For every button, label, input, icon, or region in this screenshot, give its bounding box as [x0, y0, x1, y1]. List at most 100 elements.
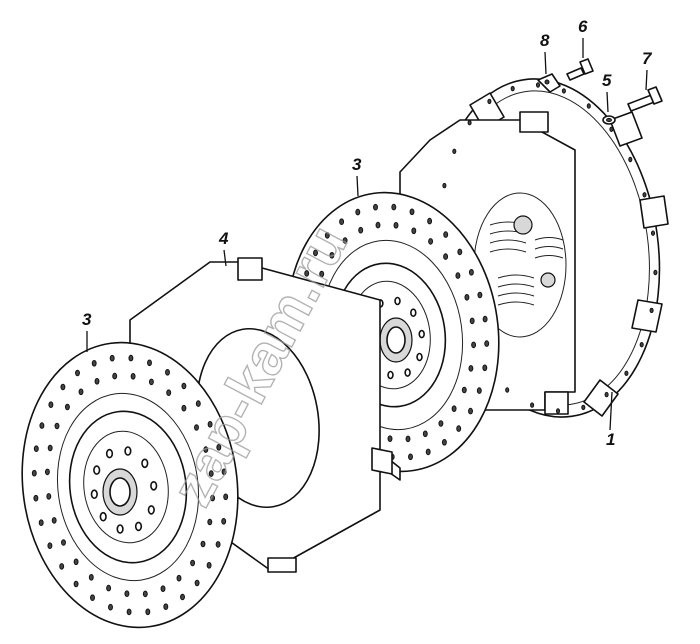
part-6-bolt [566, 58, 594, 81]
rivet-hole [90, 489, 98, 500]
rivet-hole [51, 517, 57, 524]
rivet-hole [99, 511, 107, 522]
rivet-hole [329, 252, 335, 259]
rivet-hole [405, 435, 411, 443]
rivet-hole [64, 403, 70, 411]
rivet-hole [207, 421, 213, 428]
rivet-hole [112, 372, 118, 380]
rivet-hole [124, 446, 132, 456]
part-8-lock-plate [537, 73, 561, 93]
rivet-hole [54, 422, 60, 430]
rivet-hole [393, 222, 399, 229]
rivet-hole [455, 272, 461, 279]
rivet-hole [555, 408, 561, 414]
rivet-hole [195, 400, 201, 407]
rivet-hole [150, 480, 158, 491]
rivet-hole [33, 445, 39, 453]
rivet-hole [535, 82, 541, 88]
rivet-hole [109, 354, 115, 362]
rivet-hole [422, 430, 428, 438]
rivet-hole [61, 539, 66, 546]
rivet-hole [203, 446, 209, 453]
rivet-hole [471, 341, 477, 349]
rivet-hole [411, 227, 417, 235]
rivet-hole [586, 103, 591, 109]
rivet-hole [124, 590, 130, 598]
rivet-hole [215, 541, 221, 548]
rivet-hole [223, 493, 229, 501]
rivet-hole [130, 373, 136, 380]
rivet-hole [642, 192, 647, 198]
rivet-hole [468, 269, 474, 276]
rivet-hole [452, 148, 457, 155]
rivet-hole [73, 558, 79, 566]
rivet-hole [461, 386, 467, 394]
rivet-hole [373, 203, 378, 211]
rivet-hole [180, 593, 185, 601]
rivet-hole [387, 435, 393, 443]
rivet-hole [375, 221, 381, 229]
rivet-hole [38, 519, 44, 527]
rivet-hole [451, 405, 457, 413]
rivet-hole [166, 389, 172, 397]
rivet-hole [147, 359, 152, 367]
rivet-hole [409, 208, 415, 216]
rivet-hole [93, 465, 101, 475]
rivet-hole [128, 354, 134, 362]
rivet-hole [510, 85, 515, 92]
rivet-hole [142, 590, 148, 598]
rivet-hole [105, 448, 114, 459]
rivet-hole [443, 253, 449, 260]
rivet-hole [200, 540, 206, 548]
rivet-hole [468, 407, 473, 415]
rivet-hole [194, 424, 199, 431]
rivet-hole [476, 387, 482, 394]
rivet-hole [487, 98, 492, 105]
rivet-hole [428, 238, 434, 245]
rivet-hole [176, 574, 182, 582]
rivet-hole [47, 542, 53, 550]
rivet-hole [408, 453, 413, 461]
rivet-hole [216, 444, 222, 451]
rivet-hole [48, 401, 54, 409]
rivet-hole [90, 594, 95, 602]
rivet-hole [165, 369, 170, 376]
rivet-hole [59, 563, 65, 570]
rivet-hole [457, 248, 463, 256]
rivet-hole [416, 352, 423, 362]
rivet-hole [60, 383, 66, 391]
rivet-hole [181, 382, 187, 390]
callout-7: 7 [642, 49, 653, 68]
rivet-hole [394, 296, 401, 306]
rivet-hole [477, 291, 483, 299]
rivet-hole [358, 226, 364, 234]
callout-1: 1 [606, 430, 615, 449]
rivet-hole [505, 387, 510, 393]
rivet-hole [108, 603, 113, 611]
rivet-hole [44, 468, 50, 476]
rivet-hole [221, 518, 227, 525]
rivet-hole [418, 329, 425, 339]
rivet-hole [467, 120, 472, 126]
rivet-hole [106, 584, 112, 592]
rivet-hole [88, 574, 94, 581]
part-5-washer [602, 115, 616, 125]
rivet-hole [145, 608, 151, 616]
rivet-hole [221, 468, 227, 476]
callout-3-front: 3 [82, 310, 92, 329]
rivet-hole [561, 88, 566, 94]
rivet-hole [391, 203, 397, 211]
rivet-hole [319, 270, 325, 278]
rivet-hole [410, 308, 417, 318]
rivet-hole [355, 208, 361, 216]
rivet-hole [581, 404, 586, 411]
rivet-hole [464, 294, 470, 301]
rivet-hole [33, 494, 39, 502]
rivet-hole [194, 579, 200, 587]
rivet-hole [609, 126, 614, 133]
part-7-bolt [627, 86, 663, 112]
rivet-hole [628, 156, 633, 163]
rivet-hole [94, 378, 100, 385]
rivet-hole [427, 217, 433, 225]
rivet-hole [75, 369, 80, 377]
